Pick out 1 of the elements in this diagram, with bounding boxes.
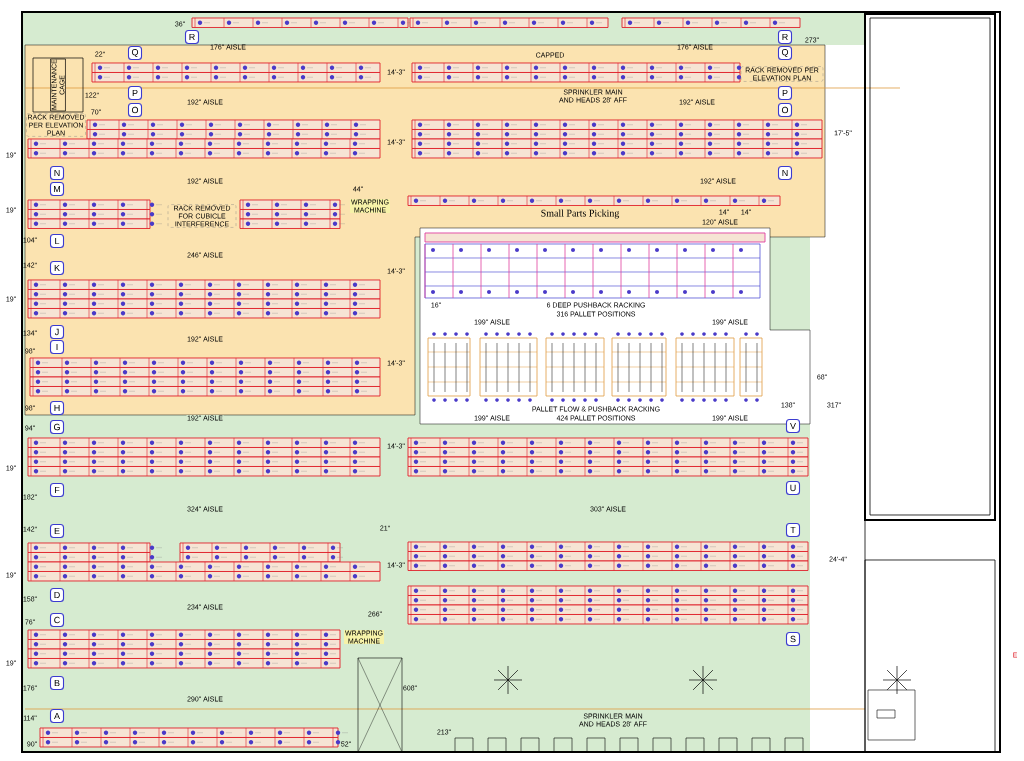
zone-title: Small Parts Picking bbox=[541, 209, 620, 219]
